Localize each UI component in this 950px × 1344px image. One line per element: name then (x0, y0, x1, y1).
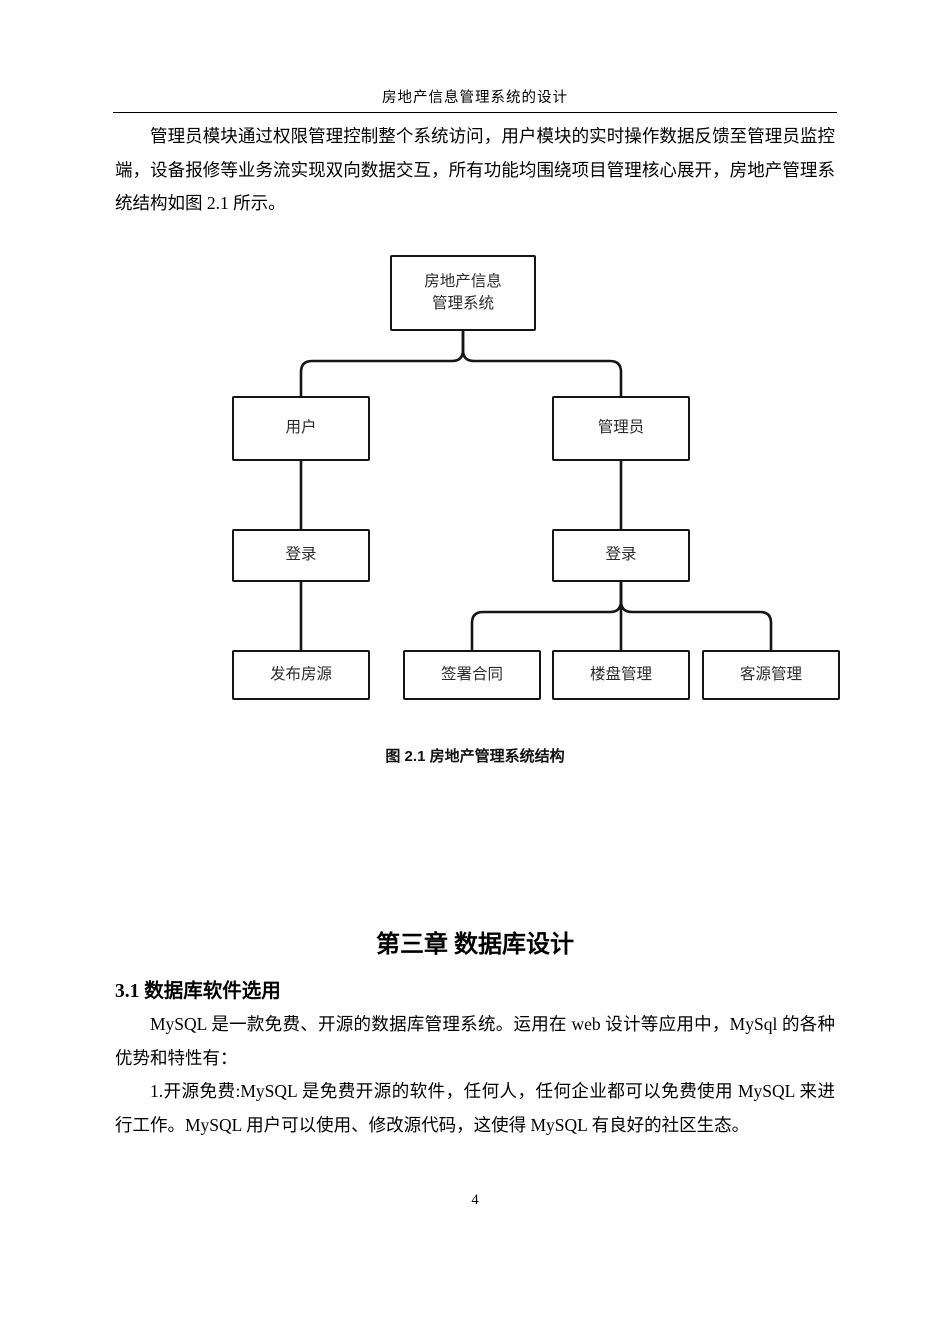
diagram-node-customer-management: 客源管理 (702, 650, 840, 700)
diagram-node-sign-contract: 签署合同 (403, 650, 541, 700)
diagram-node-login-left: 登录 (232, 529, 370, 582)
diagram-node-contract-label: 签署合同 (440, 665, 503, 683)
diagram-node-user-label: 用户 (285, 419, 317, 437)
diagram-node-login-right: 登录 (552, 529, 690, 582)
diagram-node-root-line2: 管理系统 (431, 295, 494, 312)
mysql-point1-paragraph: 1.开源免费:MySQL 是免费开源的软件，任何人，任何企业都可以免费使用 My… (115, 1081, 835, 1135)
diagram-node-login-right-label: 登录 (605, 546, 637, 564)
connector-login-customer (619, 580, 773, 652)
mysql-intro-paragraph: MySQL 是一款免费、开源的数据库管理系统。运用在 web 设计等应用中，My… (115, 1014, 835, 1068)
connector-root-admin (461, 329, 623, 398)
mysql-paragraphs: MySQL 是一款免费、开源的数据库管理系统。运用在 web 设计等应用中，My… (115, 1008, 835, 1142)
diagram-node-admin: 管理员 (552, 396, 690, 461)
diagram-node-publish-label: 发布房源 (269, 665, 332, 683)
intro-paragraph: 管理员模块通过权限管理控制整个系统访问，用户模块的实时操作数据反馈至管理员监控端… (115, 126, 835, 213)
figure-caption: 图 2.1 房地产管理系统结构 (385, 748, 565, 765)
diagram-node-customer-label: 客源管理 (739, 665, 802, 683)
connector-login-contract (470, 580, 623, 652)
section-heading: 3.1 数据库软件选用 (115, 981, 281, 1002)
connector-root-user (299, 329, 465, 398)
diagram-node-building-management: 楼盘管理 (552, 650, 690, 700)
page-header-title: 房地产信息管理系统的设计 (382, 90, 568, 106)
diagram-node-publish-listing: 发布房源 (232, 650, 370, 700)
diagram-node-login-left-label: 登录 (285, 546, 317, 564)
page-number: 4 (471, 1192, 479, 1208)
diagram-node-user: 用户 (232, 396, 370, 461)
diagram-node-admin-label: 管理员 (597, 419, 645, 437)
header-rule (113, 112, 837, 113)
diagram-node-root: 房地产信息 管理系统 (390, 255, 536, 331)
diagram-node-building-label: 楼盘管理 (589, 665, 652, 683)
chapter-title: 第三章 数据库设计 (376, 932, 574, 958)
diagram-node-root-line1: 房地产信息 (424, 272, 502, 290)
